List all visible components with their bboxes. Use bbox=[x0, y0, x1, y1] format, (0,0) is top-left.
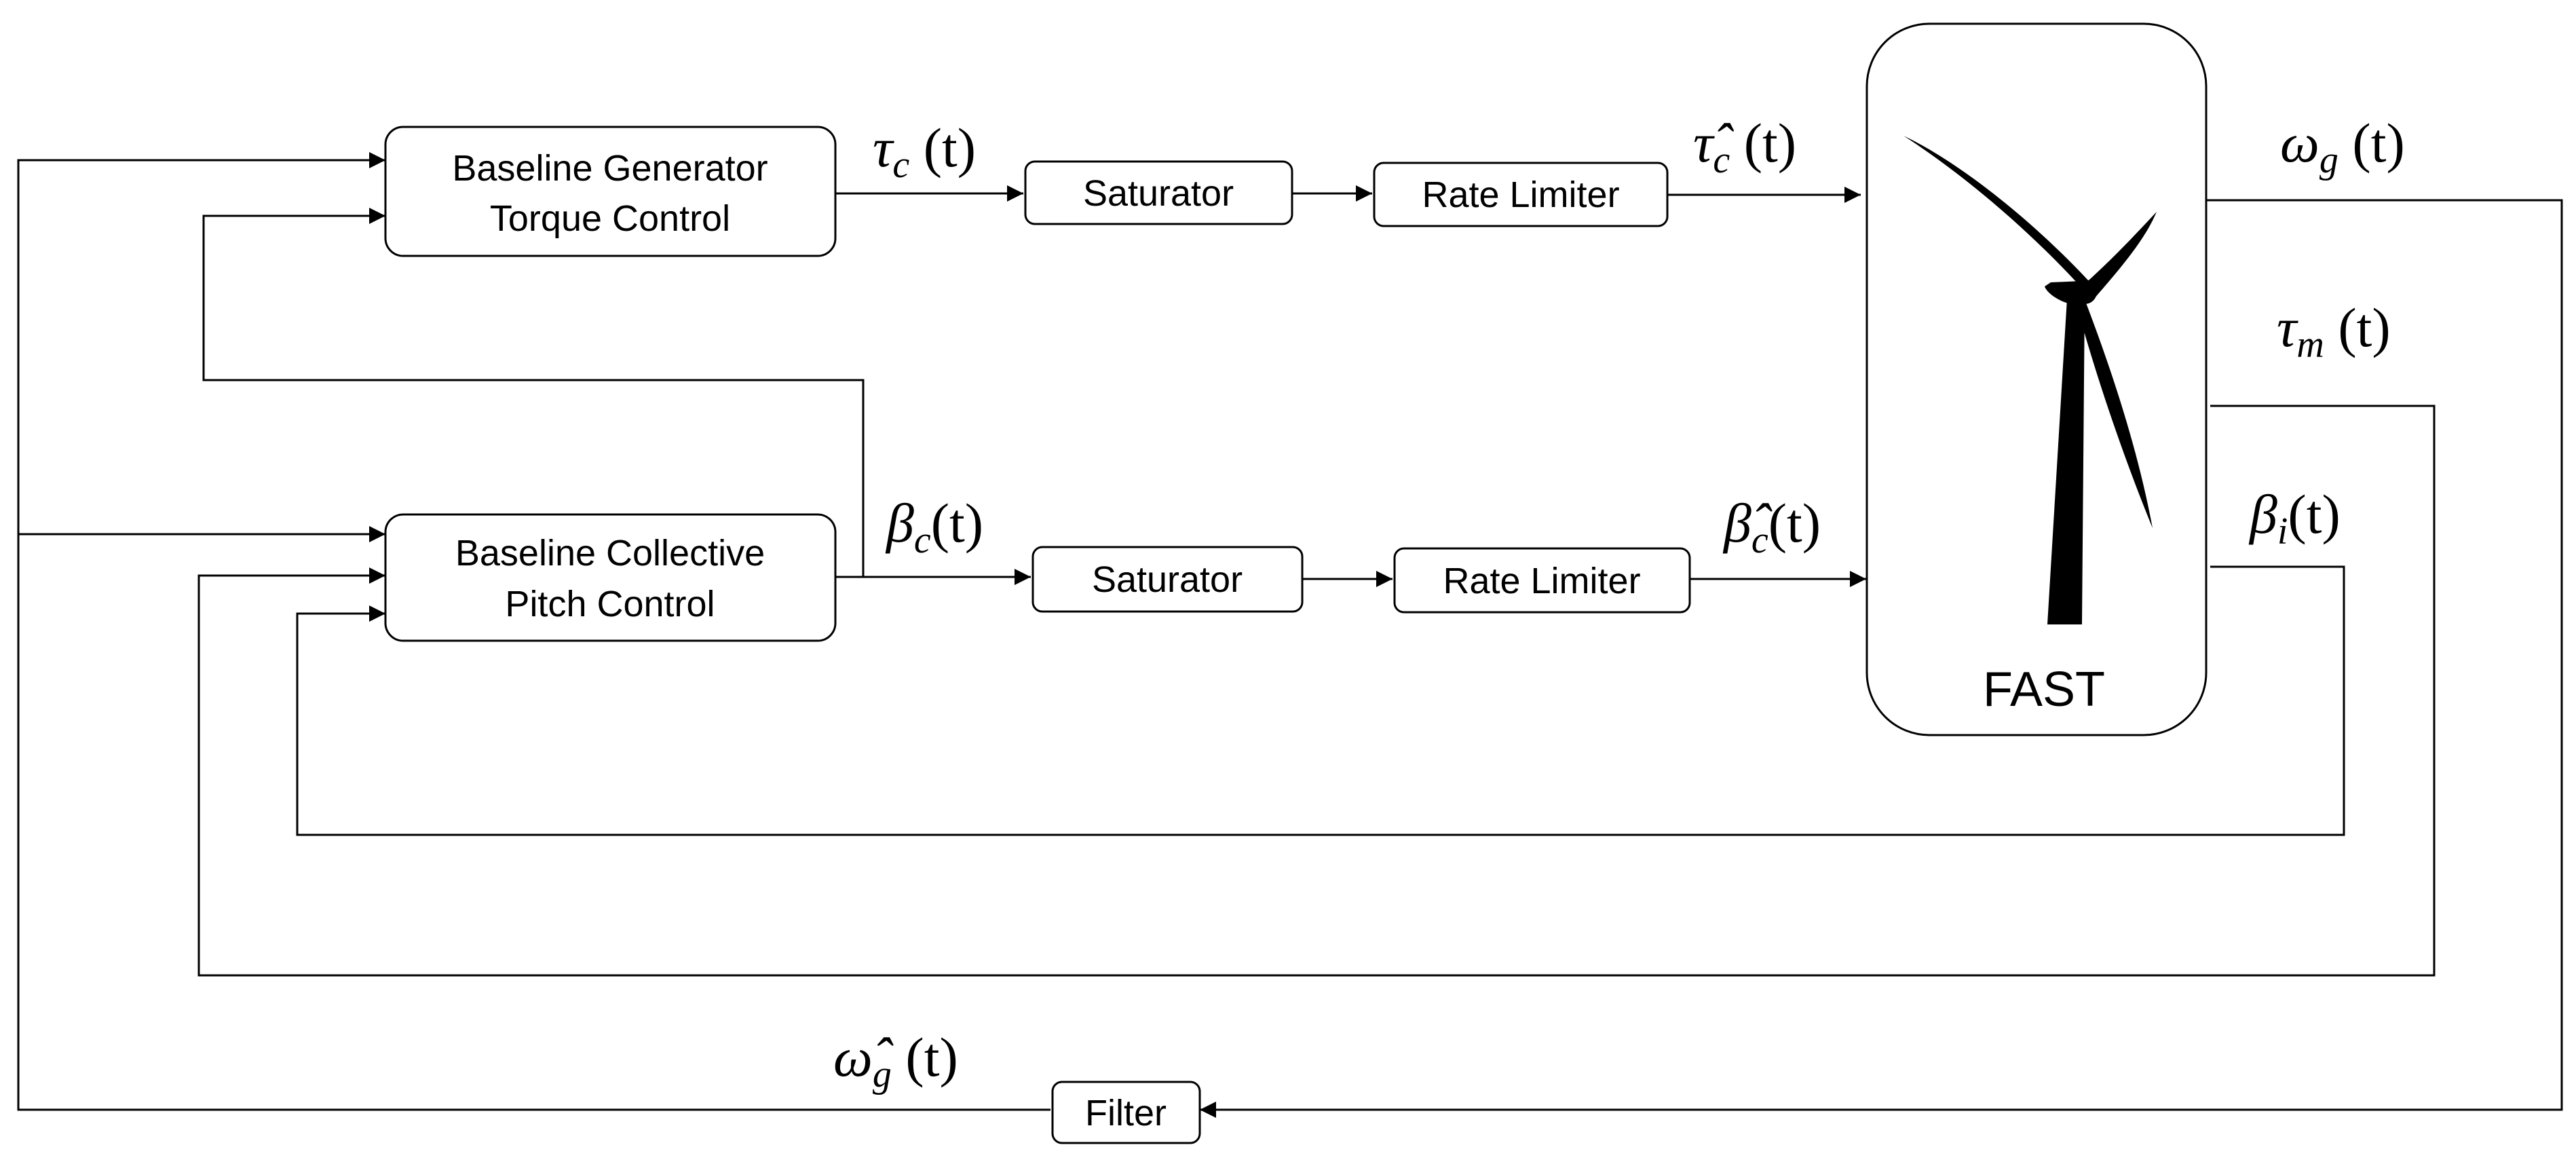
rate-limiter-bottom-label: Rate Limiter bbox=[1443, 561, 1640, 601]
saturator-top-label: Saturator bbox=[1083, 173, 1234, 214]
torque-control-label-line2: Torque Control bbox=[490, 198, 730, 239]
omega-g-label: ωg (t) bbox=[2280, 112, 2405, 181]
torque-control-label-line1: Baseline Generator bbox=[452, 148, 768, 189]
beta-i-feedback-wire bbox=[296, 565, 2345, 836]
rate-limiter-top-label: Rate Limiter bbox=[1422, 174, 1619, 215]
tau-c-label: τc (t) bbox=[873, 117, 976, 186]
saturator-top-block: Saturator bbox=[1024, 160, 1293, 225]
pitch-control-block: Baseline Collective Pitch Control bbox=[384, 513, 837, 642]
rate-limiter-bottom-block: Rate Limiter bbox=[1393, 547, 1691, 614]
omega-g-hat-label: ω̂g (t) bbox=[833, 1026, 958, 1095]
beta-c-label: βc(t) bbox=[885, 492, 983, 561]
filter-block: Filter bbox=[1051, 1081, 1201, 1144]
pitch-control-label-line1: Baseline Collective bbox=[455, 533, 765, 574]
tau-m-label: τm (t) bbox=[2277, 297, 2391, 366]
saturator-bottom-label: Saturator bbox=[1092, 559, 1243, 600]
torque-control-block: Baseline Generator Torque Control bbox=[384, 126, 837, 257]
beta-i-label: βi(t) bbox=[2248, 483, 2341, 552]
pitch-control-label-line2: Pitch Control bbox=[505, 584, 715, 624]
tau-c-hat-label: τ̂c (t) bbox=[1693, 112, 1796, 181]
omega-g-feedback-wire bbox=[1200, 199, 2563, 1118]
saturator-bottom-block: Saturator bbox=[1031, 546, 1304, 613]
beta-c-crossfeed-wire bbox=[202, 208, 865, 577]
fast-block: FAST bbox=[1865, 22, 2208, 736]
filter-label: Filter bbox=[1085, 1093, 1167, 1133]
omega-g-hat-wire bbox=[17, 152, 1050, 1111]
rate-limiter-top-block: Rate Limiter bbox=[1373, 162, 1669, 227]
tau-m-feedback-wire bbox=[197, 405, 2436, 977]
beta-c-hat-label: β̂c(t) bbox=[1722, 492, 1821, 561]
wind-turbine-icon bbox=[1903, 136, 2157, 624]
fast-label: FAST bbox=[1983, 662, 2105, 717]
